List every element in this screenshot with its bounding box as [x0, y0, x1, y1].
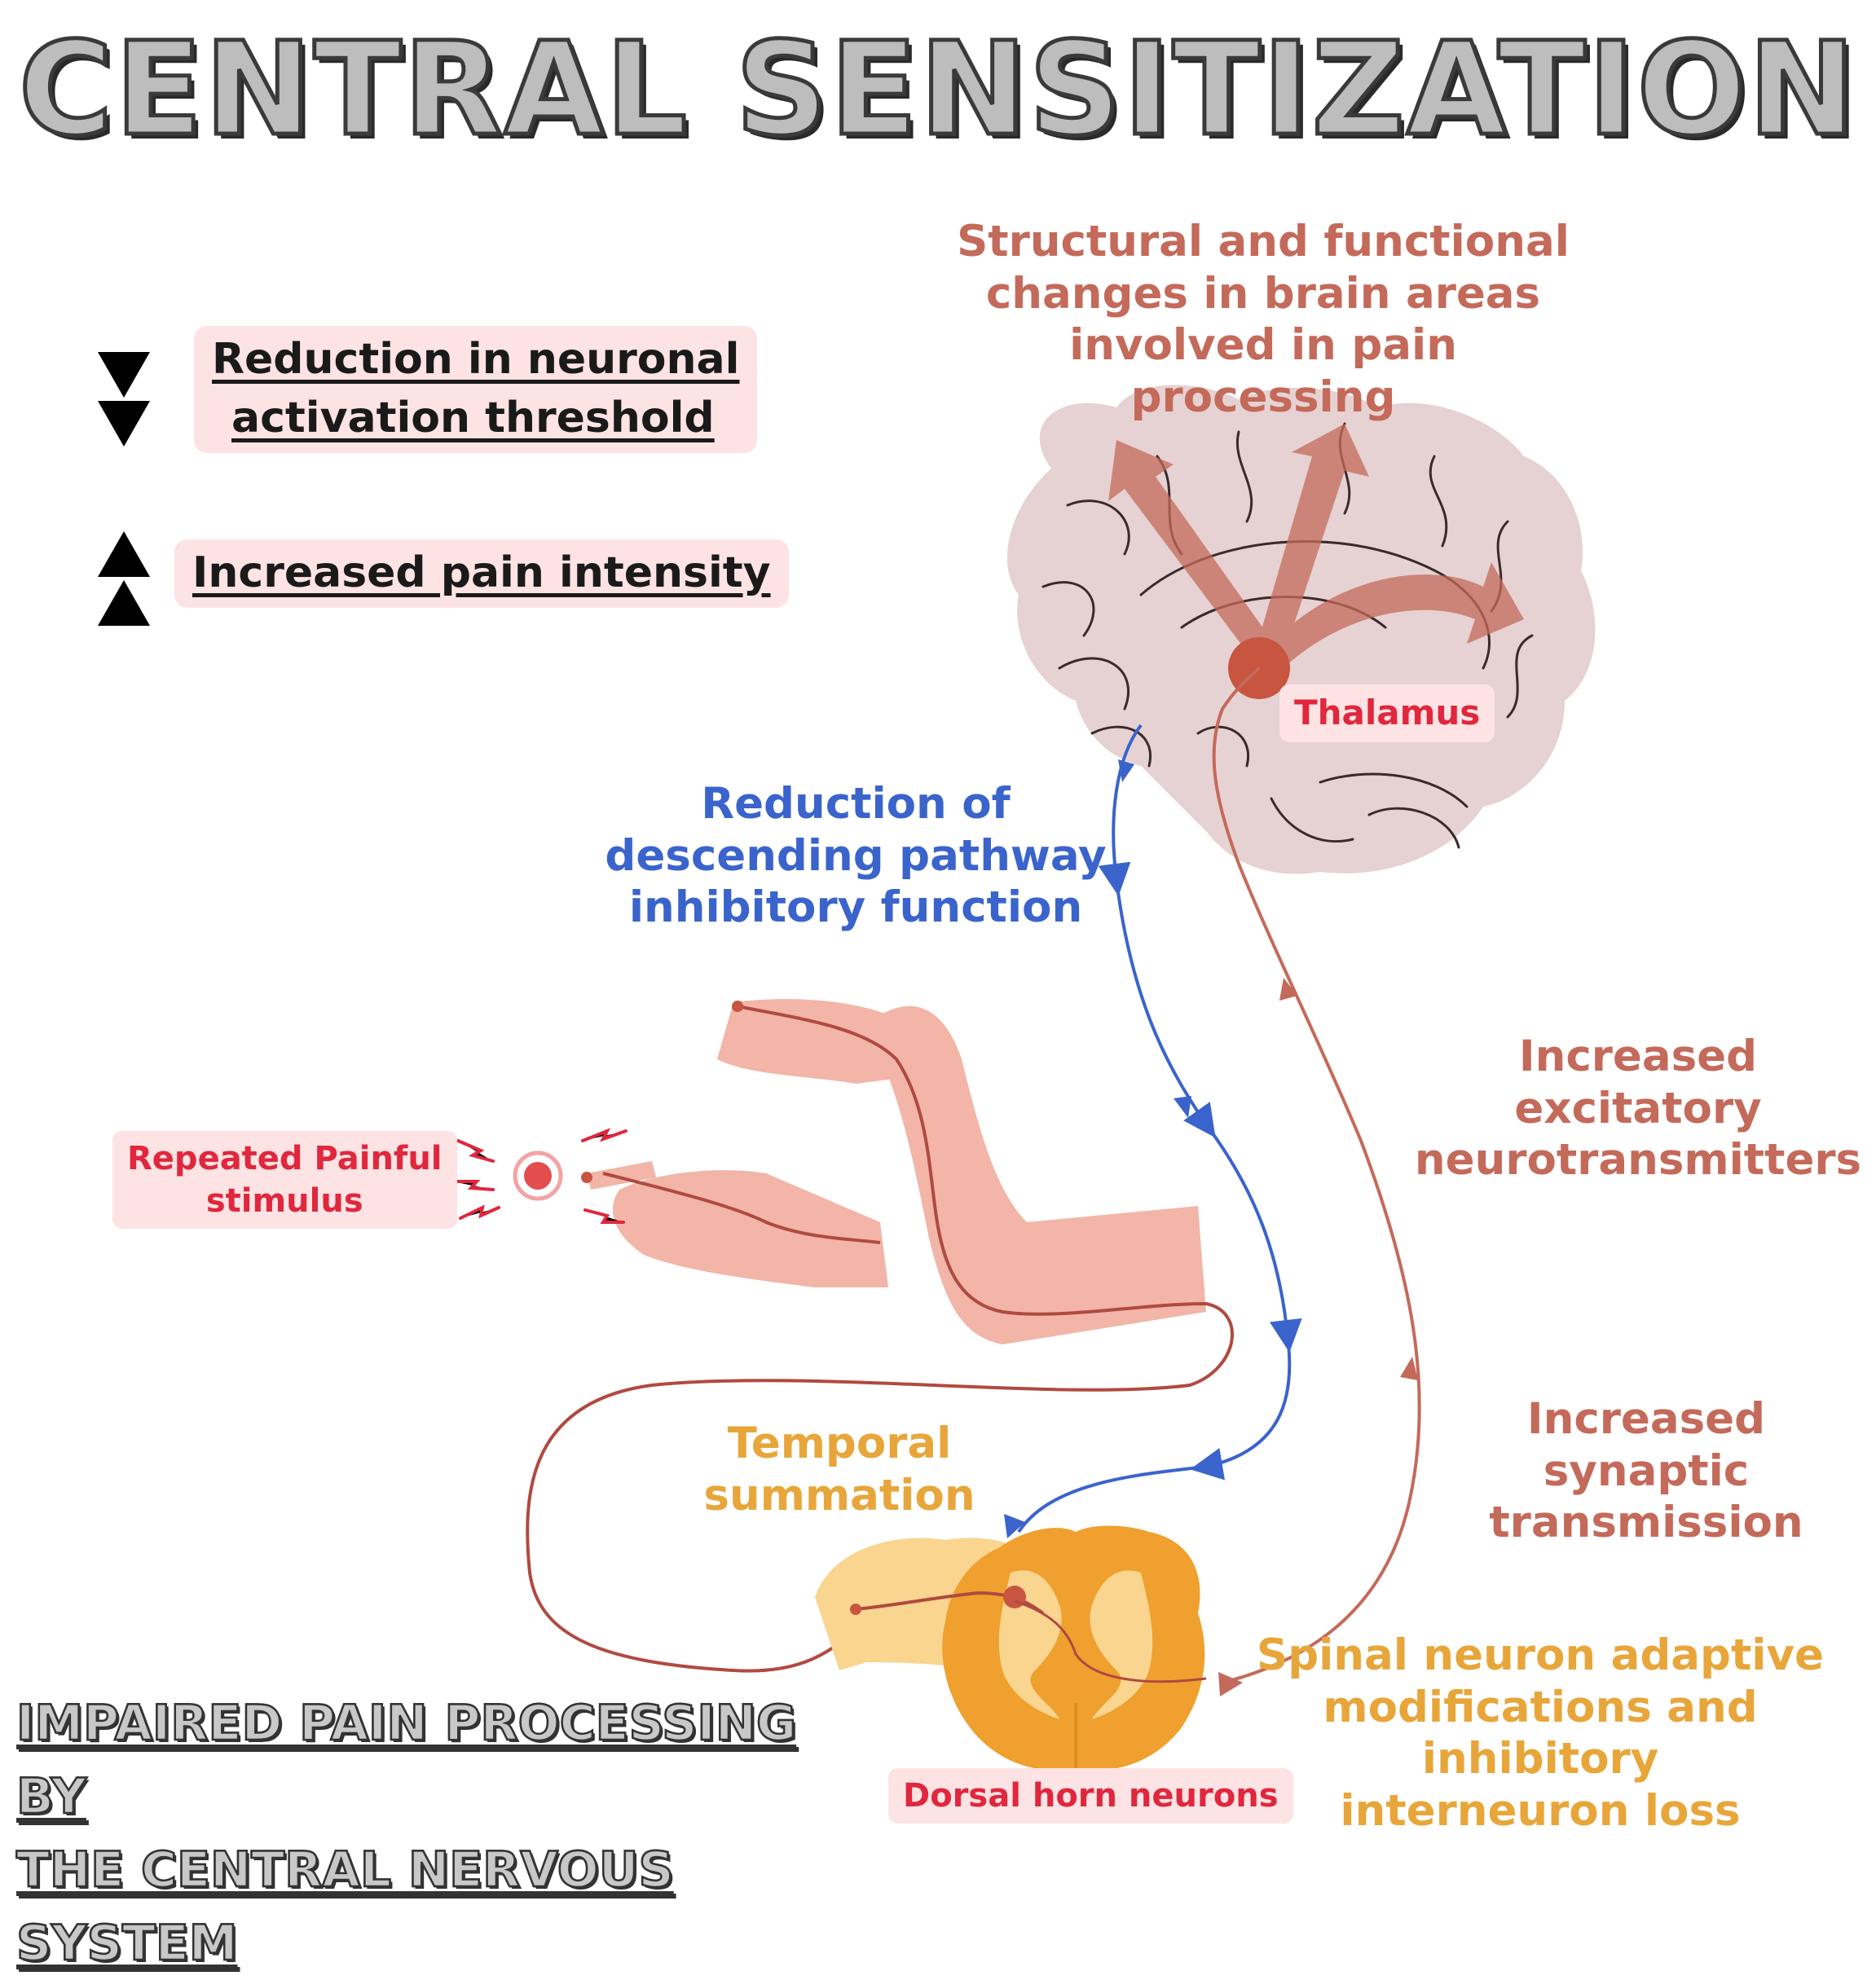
- page-title: CENTRAL SENSITIZATION: [16, 13, 1858, 167]
- descending-pathway-label: Reduction of descending pathway inhibito…: [605, 779, 1107, 933]
- triangle-up-icon: [98, 531, 150, 577]
- spinal-cord-icon: [815, 1525, 1205, 1771]
- brain-icon: [1006, 385, 1596, 874]
- brain-changes-label: Structural and functional changes in bra…: [957, 217, 1570, 422]
- spinal-neuron-label: Spinal neuron adaptive modifications and…: [1257, 1630, 1824, 1836]
- temporal-summation-label: Temporal summation: [703, 1419, 975, 1520]
- arm-icon: [587, 999, 1206, 1344]
- stimulus-icon: [451, 1128, 628, 1224]
- legend-reduction-threshold: Reduction in neuronal activation thresho…: [194, 326, 758, 453]
- descending-pathway: [1017, 724, 1302, 1533]
- thalamus-label: Thalamus: [1279, 684, 1495, 742]
- triangle-down-icon: [98, 401, 150, 447]
- bottom-title: IMPAIRED PAIN PROCESSING BY THE CENTRAL …: [15, 1694, 798, 1973]
- triangle-up-icon: [98, 580, 150, 626]
- stimulus-label: Repeated Painful stimulus: [112, 1131, 457, 1229]
- synaptic-label: Increased synaptic transmission: [1489, 1394, 1803, 1548]
- nerve-line: [526, 1005, 1235, 1673]
- legend-increased-pain: Increased pain intensity: [174, 539, 789, 608]
- triangle-down-icon: [98, 352, 150, 398]
- diagram-artwork: [451, 385, 1596, 1771]
- excitatory-label: Increased excitatory neurotransmitters: [1414, 1032, 1862, 1186]
- dorsal-horn-label: Dorsal horn neurons: [888, 1768, 1293, 1824]
- ascending-pathway: [1212, 667, 1421, 1684]
